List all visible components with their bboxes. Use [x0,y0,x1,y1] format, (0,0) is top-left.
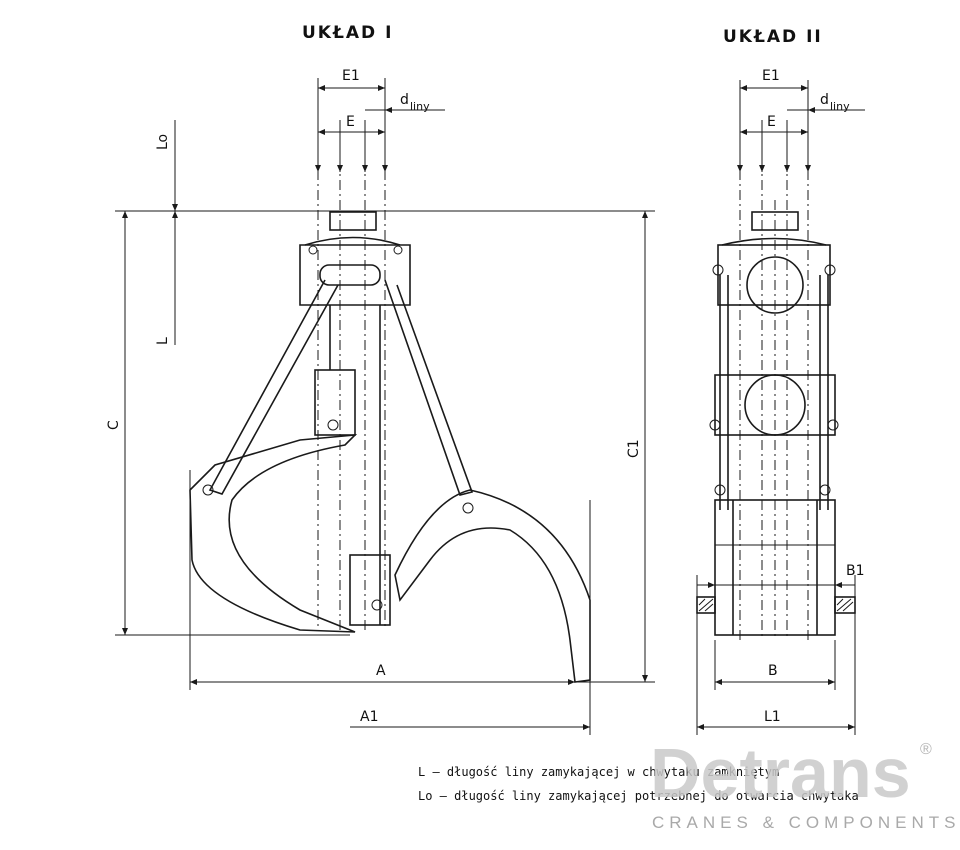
dim-l1: L1 [764,709,781,725]
dim-d-sub-layout-1: liny [410,100,430,113]
dim-d-layout-1: d [400,92,409,108]
dim-l: L [155,337,171,345]
brand-name: Detrans [650,734,911,812]
brand-tagline: CRANES & COMPONENTS [652,813,960,832]
registered-mark: ® [920,741,932,758]
layout-1-drawing [115,78,655,735]
dim-e1-layout-1: E1 [342,68,360,84]
dim-lo: Lo [155,134,171,150]
dim-e1-layout-2: E1 [762,68,780,84]
dim-c: C [106,420,122,430]
brand-logo: Detrans ® CRANES & COMPONENTS [650,734,960,832]
dim-a1: A1 [360,709,378,725]
legend-line-2: Lo – długość liny zamykającej potrzebnej… [418,789,859,803]
dim-d-sub-layout-2: liny [830,100,850,113]
dim-c1: C1 [626,439,642,458]
dim-e-layout-2: E [767,114,776,130]
title-layout-1: UKŁAD I [302,23,393,43]
legend-line-1: L – długość liny zamykającej w chwytaku … [418,765,779,779]
layout-2-drawing [696,80,865,735]
title-layout-2: UKŁAD II [723,27,823,47]
dim-b: B [768,663,778,679]
dim-d-layout-2: d [820,92,829,108]
dim-a: A [376,663,386,679]
dim-b1: B1 [846,563,865,579]
dim-e-layout-1: E [346,114,355,130]
